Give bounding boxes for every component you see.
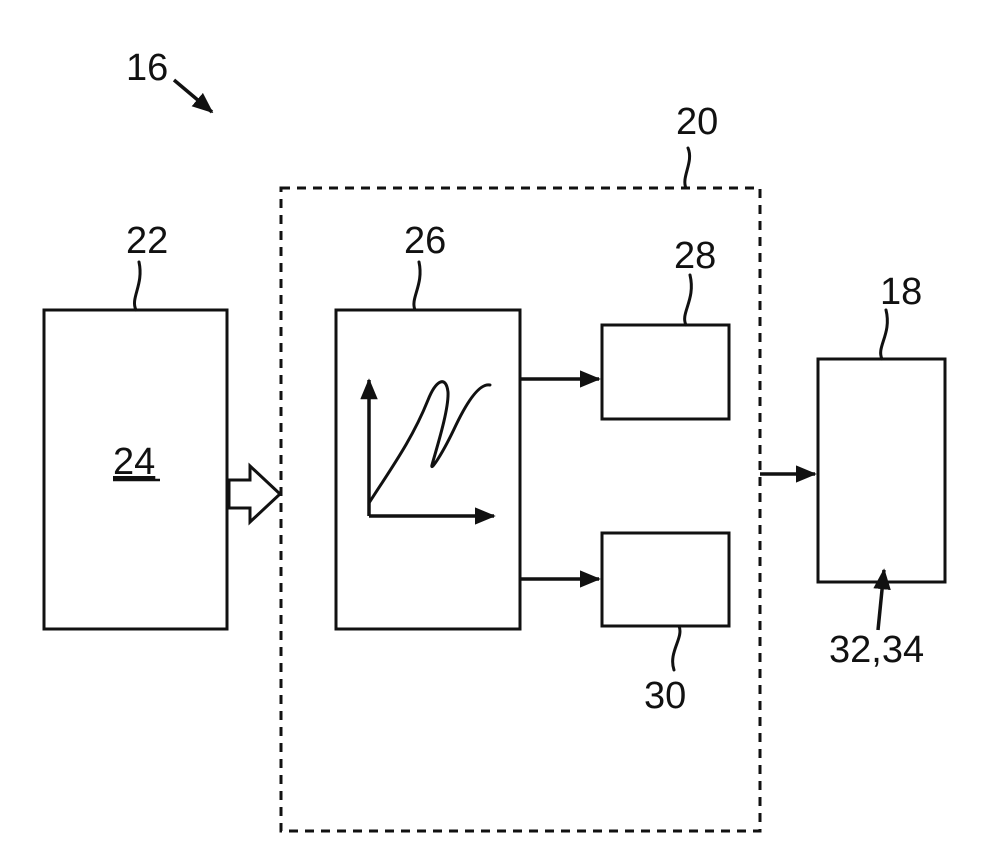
hollow-arrow <box>229 466 280 522</box>
leader-line-18 <box>881 310 888 359</box>
leader-line-22 <box>134 262 140 310</box>
block-18 <box>818 359 945 582</box>
block-30 <box>602 533 729 626</box>
leader-line-26 <box>414 262 420 310</box>
ref-label-26: 26 <box>404 220 446 262</box>
ref-label-20: 20 <box>676 101 718 143</box>
ref-16-arrow <box>174 80 212 112</box>
block-28 <box>602 325 729 419</box>
ref-label-16: 16 <box>126 47 168 89</box>
leader-line-28 <box>685 275 692 325</box>
leader-line-30 <box>673 626 680 670</box>
ref-label-18: 18 <box>880 271 922 313</box>
ref-label-24: 24 <box>113 441 155 483</box>
block-26 <box>336 310 520 629</box>
ref-label-30: 30 <box>644 675 686 717</box>
ref-label-32-34: 32,34 <box>829 629 924 671</box>
ref-label-28: 28 <box>674 235 716 277</box>
ref-label-22: 22 <box>126 220 168 262</box>
leader-line-20 <box>685 148 690 188</box>
